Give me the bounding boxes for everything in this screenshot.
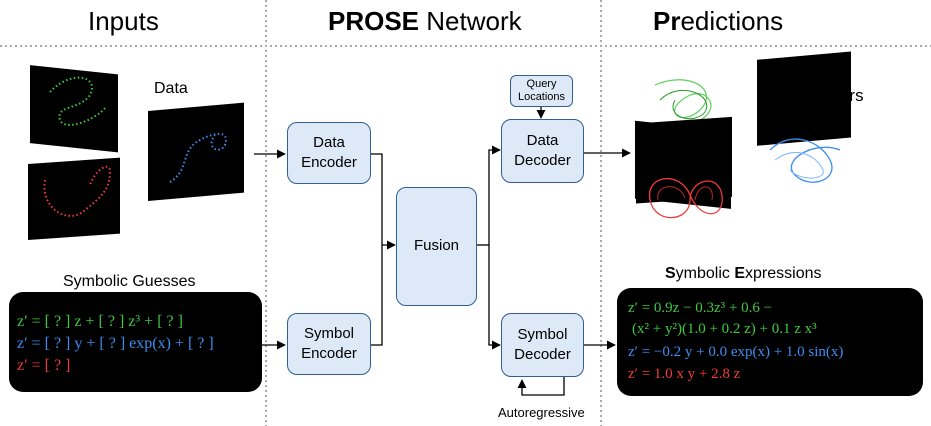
input-plot-blue [148, 102, 244, 202]
symbolic-guesses-box [9, 292, 262, 392]
output-operator-plots [635, 51, 851, 219]
network-heading: PROSE Network [328, 6, 522, 37]
symbol-encoder-line2: Encoder [301, 345, 357, 362]
data-decoder-line2: Decoder [514, 152, 571, 169]
guess-equation-2: z′ = [ ? ] y + [ ? ] exp(x) + [ ? ] [17, 335, 214, 352]
inputs-heading: Inputs [88, 6, 159, 36]
operators-label: Operators [788, 86, 864, 106]
query-locations-line2: Locations [517, 91, 566, 103]
expression-2: z′ = −0.2 y + 0.0 exp(x) + 1.0 sin(x) [628, 344, 844, 360]
fusion-label: Fusion [413, 237, 460, 255]
red-attractor-inner [657, 186, 713, 201]
input-plot-green [30, 65, 118, 153]
input-plot-red [28, 157, 120, 241]
green-attractor-inner [659, 90, 708, 120]
arrow-data-encoder-to-fusion [371, 153, 396, 250]
data-label: Data [154, 80, 188, 97]
symbolic-rest1: ymbolic [675, 265, 735, 282]
expression-1a: z′ = 0.9z − 0.3z³ + 0.6 − [628, 300, 773, 316]
network-heading-bold: PROSE [328, 6, 420, 36]
network-heading-rest: Network [419, 6, 522, 36]
arrow-fusion-to-data-decoder [488, 145, 501, 245]
line-symbol-encoder-to-fusion [371, 245, 383, 346]
symbolic-e: E [734, 265, 746, 282]
output-plot-red [636, 116, 732, 204]
operators-label-rest: perators [801, 86, 864, 105]
guess-equation-1: z′ = [ ? ] z + [ ? ] z³ + [ ? ] [17, 313, 183, 330]
predictions-heading: Predictions [653, 6, 783, 37]
predictions-heading-bold: Pr [653, 6, 681, 36]
operators-label-bold: O [788, 86, 802, 105]
data-encoder-line1: Data [313, 133, 345, 151]
expression-3: z′ = 1.0 x y + 2.8 z [628, 366, 741, 382]
output-plot-blue [757, 51, 851, 146]
data-encoder-line2: Encoder [301, 154, 357, 171]
blue-trajectory [169, 132, 227, 183]
symbol-decoder-line2: Decoder [514, 346, 571, 363]
predictions-heading-rest: edictions [680, 6, 784, 36]
symbol-decoder-line1: Symbol [517, 325, 568, 343]
fusion-node: Fusion [396, 187, 477, 306]
data-decoder-line1: Data [526, 131, 559, 149]
expression-1b: (x² + y²)(1.0 + 0.2 z) + 0.1 z x³ [632, 321, 817, 337]
symbolic-expressions-box [617, 288, 923, 396]
autoregressive-label: Autoregressive [498, 405, 585, 420]
symbolic-guesses-label: Symbolic Guesses [63, 273, 196, 290]
symbolic-s: S [665, 265, 676, 282]
red-attractor [648, 178, 723, 219]
autoregressive-loop [517, 377, 565, 396]
input-data-plots [28, 65, 244, 241]
symbol-encoder-line1: Symbol [303, 324, 355, 342]
guess-equation-3: z′ = [ ? ] [17, 357, 71, 374]
symbolic-rest2: xpressions [745, 265, 822, 282]
query-locations-line1: Query [526, 78, 557, 91]
arrow-fusion-to-symbol-decoder [488, 245, 501, 350]
symbolic-expressions-label: Symbolic Expressions [665, 265, 822, 283]
blue-attractor-inner [774, 152, 824, 179]
red-trajectory [43, 165, 112, 217]
blue-attractor [769, 138, 841, 183]
